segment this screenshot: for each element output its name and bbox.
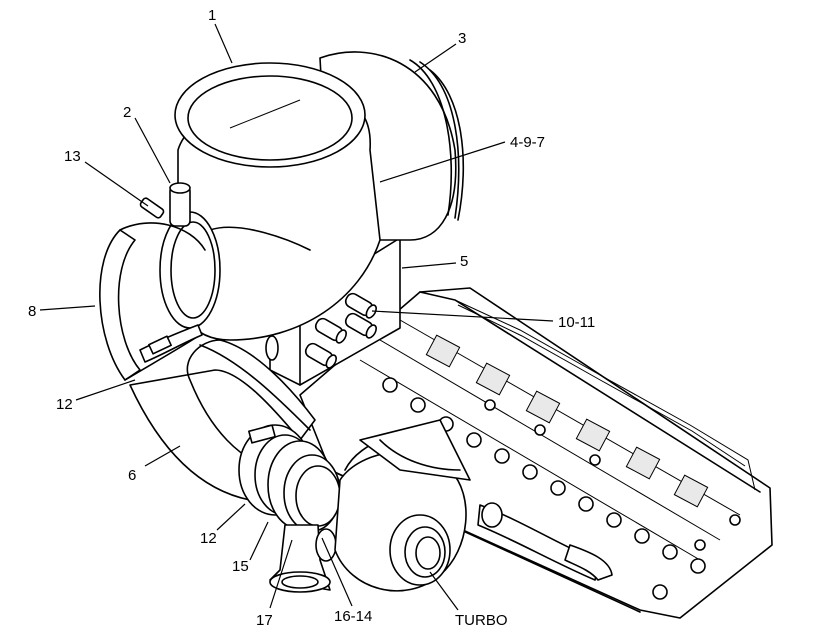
injector-sleeves: [304, 292, 377, 369]
callout-16-14: 16-14: [334, 608, 372, 625]
callout-15: 15: [232, 558, 249, 575]
callout-12-lower: 12: [200, 530, 217, 547]
callout-13: 13: [64, 148, 81, 165]
callout-12-upper: 12: [56, 396, 73, 413]
callout-4-9-7: 4-9-7: [510, 134, 545, 151]
callout-10-11: 10-11: [558, 314, 595, 331]
leader-lines: [39, 23, 554, 611]
air-inlet-elbow: [139, 51, 465, 341]
callout-5: 5: [460, 253, 468, 270]
callout-3: 3: [458, 30, 466, 47]
callout-2: 2: [123, 104, 131, 121]
callout-17: 17: [256, 612, 273, 629]
cylinder-head: [299, 287, 773, 619]
turbocharger: [334, 419, 471, 592]
callout-turbo: TURBO: [455, 612, 508, 629]
upper-clamp: [139, 324, 203, 363]
hose-and-clamps: [99, 222, 206, 381]
turbo-adapter: [238, 424, 341, 593]
callout-6: 6: [128, 467, 136, 484]
callout-8: 8: [28, 303, 36, 320]
callout-labels: 1 2 3 4-9-7 5 10-11 13 8 12 6 12 15 17 1…: [28, 7, 595, 629]
callout-1: 1: [208, 7, 216, 24]
